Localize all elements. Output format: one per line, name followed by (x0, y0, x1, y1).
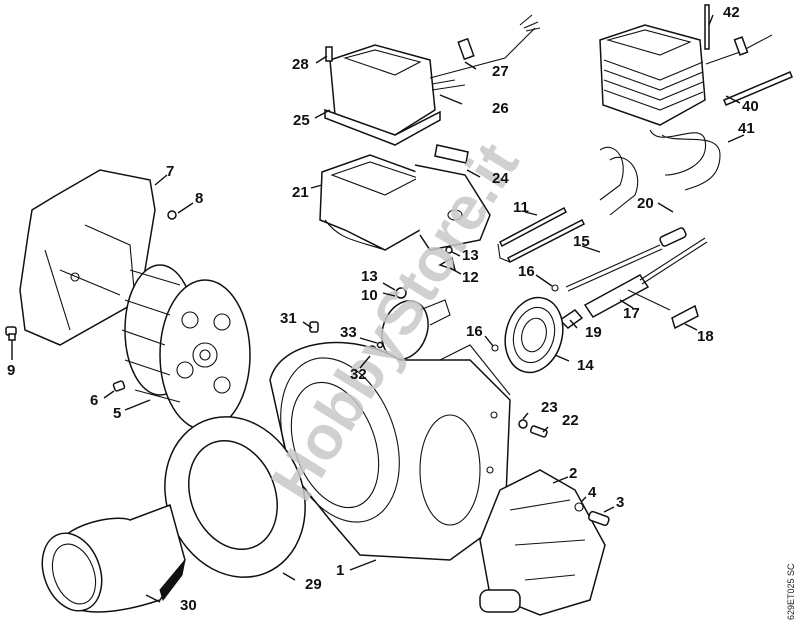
part-housing-cover (319, 154, 491, 251)
part-nozzle-holder (583, 237, 708, 318)
callout-5: 5 (113, 405, 121, 422)
part-circlip-16a (551, 284, 559, 292)
part-cable-26-27 (429, 14, 541, 91)
part-control-box (324, 44, 441, 146)
part-screw-33 (376, 341, 384, 349)
part-flame-disc (504, 296, 564, 374)
part-washer-23 (518, 419, 528, 429)
part-nut-8 (167, 210, 177, 220)
callout-17: 17 (623, 305, 640, 322)
part-set-screw-6 (112, 380, 126, 392)
leader-lines (11, 14, 745, 603)
callout-13b: 13 (361, 268, 378, 285)
callout-8: 8 (195, 190, 203, 207)
callout-18: 18 (697, 328, 714, 345)
part-screw-9 (5, 326, 17, 341)
callout-13a: 13 (462, 247, 479, 264)
callout-16b: 16 (466, 323, 483, 340)
part-screw-42 (704, 4, 710, 50)
callout-29: 29 (305, 576, 322, 593)
part-bushing-10 (395, 287, 407, 299)
part-ignition-transformer (599, 24, 706, 126)
callout-33: 33 (340, 324, 357, 341)
callout-23: 23 (541, 399, 558, 416)
callout-24: 24 (492, 170, 509, 187)
callout-labels: 1 2 3 4 5 6 7 8 9 10 11 12 13 13 14 15 1… (7, 4, 759, 614)
callout-10: 10 (361, 287, 378, 304)
callout-19: 19 (585, 324, 602, 341)
callout-21: 21 (292, 184, 309, 201)
callout-4: 4 (588, 484, 597, 501)
part-burner-housing (269, 341, 511, 561)
part-fan-cover (19, 169, 156, 346)
part-fan-wheel (121, 264, 251, 431)
part-blast-tube (41, 504, 186, 613)
callout-16a: 16 (518, 263, 535, 280)
callout-15: 15 (573, 233, 590, 250)
callout-2: 2 (569, 465, 577, 482)
drawing-code: 629ET025 SC (786, 563, 796, 620)
part-ignition-rod-40 (723, 71, 793, 106)
part-screw-3 (587, 510, 610, 527)
part-washer-4 (574, 502, 584, 512)
part-flange-gasket (164, 416, 306, 578)
callout-25: 25 (293, 112, 310, 129)
callout-32: 32 (350, 366, 367, 383)
part-air-damper (381, 299, 451, 360)
part-cable-clamp (434, 144, 469, 164)
callout-9: 9 (7, 362, 15, 379)
part-nut-13a (445, 246, 453, 254)
part-nozzle-19 (558, 309, 584, 329)
part-ignition-cables-41 (599, 129, 721, 216)
callout-6: 6 (90, 392, 98, 409)
part-oil-line (565, 227, 687, 292)
callout-30: 30 (180, 597, 197, 614)
callout-14: 14 (577, 357, 594, 374)
callout-40: 40 (742, 98, 759, 115)
part-screw-22 (529, 425, 548, 438)
callout-31: 31 (280, 310, 297, 327)
callout-41: 41 (738, 120, 755, 137)
part-pump (479, 469, 606, 616)
callout-7: 7 (166, 163, 174, 180)
part-circlip-16b (491, 344, 499, 352)
callout-12: 12 (462, 269, 479, 286)
part-bracket-18 (671, 304, 699, 330)
callout-1: 1 (336, 562, 344, 579)
callout-20: 20 (637, 195, 654, 212)
callout-27: 27 (492, 63, 509, 80)
part-transformer-cable (705, 34, 773, 65)
callout-28: 28 (292, 56, 309, 73)
callout-22: 22 (562, 412, 579, 429)
callout-11: 11 (513, 199, 529, 216)
callout-26: 26 (492, 100, 509, 117)
part-clamp-12 (438, 256, 457, 272)
part-screw-28 (325, 46, 333, 62)
callout-42: 42 (723, 4, 740, 21)
part-electrode-rods (497, 206, 586, 264)
callout-3: 3 (616, 494, 624, 511)
